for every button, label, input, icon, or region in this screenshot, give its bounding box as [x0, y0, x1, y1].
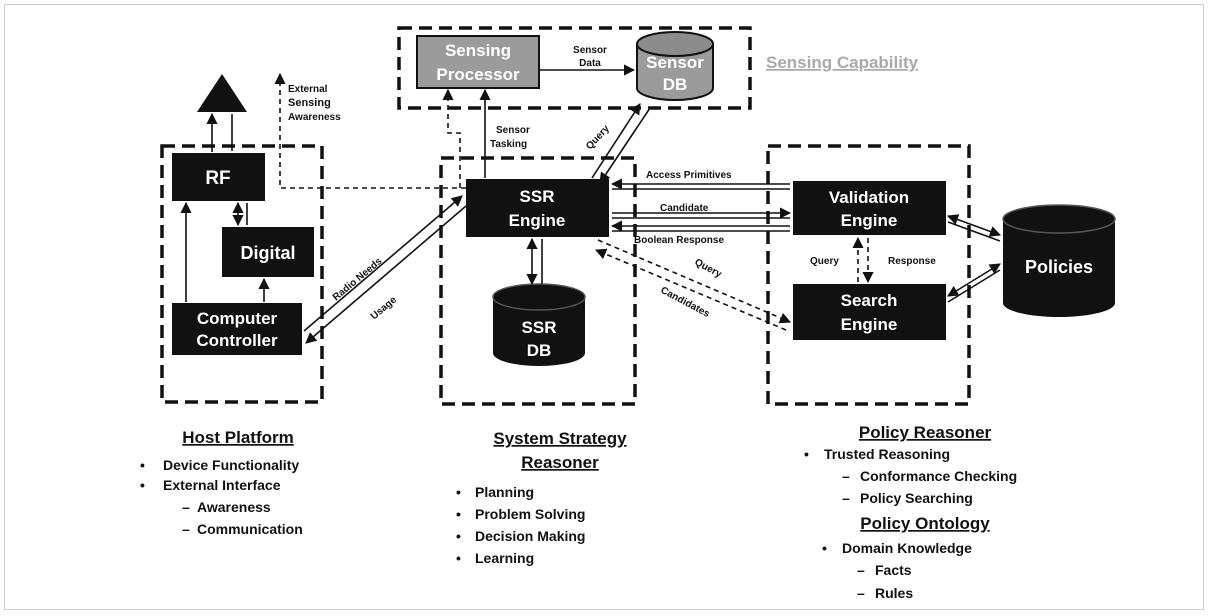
ontology-bullet-1: • [822, 540, 827, 556]
sensor-data-label-2: Data [579, 58, 601, 69]
arrow-set [180, 64, 1002, 344]
ontology-item-1: Domain Knowledge [842, 540, 972, 556]
policy-bullet-1: • [804, 446, 809, 462]
host-dash-2: – [182, 521, 190, 537]
digital-box [222, 227, 314, 277]
host-bullet-2: • [140, 477, 145, 493]
sensing-capability-title: Sensing Capability [766, 53, 919, 72]
sensing-processor-box [416, 35, 540, 89]
antenna-icon [197, 74, 247, 112]
policy-response-label: Response [888, 256, 936, 267]
sensor-db-label-1: Sensor [646, 53, 704, 72]
validation-engine-label-1: Validation [829, 188, 909, 207]
validation-engine-box [793, 181, 946, 235]
sensing-processor-label-1: Sensing [445, 41, 511, 60]
strategy-item-1: Planning [475, 484, 534, 500]
ontology-dash-1: – [857, 562, 865, 578]
ontology-dash-2: – [857, 585, 865, 601]
external-sensing-label-1: External [288, 84, 328, 95]
host-subitem-2: Communication [197, 521, 303, 537]
sensor-tasking-label-2: Tasking [490, 139, 527, 150]
policies-cylinder [1002, 204, 1116, 317]
sensor-db-cylinder [636, 31, 714, 101]
strategy-item-3: Decision Making [475, 528, 585, 544]
rf-box [172, 153, 265, 201]
ontology-subitem-2: Rules [875, 585, 913, 601]
strategy-bullet-4: • [456, 550, 461, 566]
sensing-processor-label-2: Processor [436, 65, 520, 84]
sensor-data-label-1: Sensor [573, 45, 607, 56]
strategy-bullet-1: • [456, 484, 461, 500]
strategy-item-4: Learning [475, 550, 534, 566]
computer-controller-label-1: Computer [197, 309, 278, 328]
query-link-label: Query [693, 257, 724, 280]
search-engine-label-1: Search [841, 291, 898, 310]
ssr-db-cylinder [492, 283, 586, 366]
candidates-link-label: Candidates [659, 285, 712, 320]
policy-dash-1: – [842, 468, 850, 484]
policy-reasoner-title: Policy Reasoner [859, 423, 992, 442]
external-sensing-label-3: Awareness [288, 112, 341, 123]
sensor-db-label-2: DB [663, 75, 688, 94]
ontology-subitem-1: Facts [875, 562, 912, 578]
radio-needs-label: Radio Needs [331, 256, 385, 304]
policy-item-1: Trusted Reasoning [824, 446, 950, 462]
ssr-engine-box [466, 179, 609, 237]
host-dash-1: – [182, 499, 190, 515]
policy-dash-2: – [842, 490, 850, 506]
strategy-bullet-3: • [456, 528, 461, 544]
boolean-response-label: Boolean Response [634, 235, 724, 246]
host-platform-group [160, 144, 324, 404]
strategy-item-2: Problem Solving [475, 506, 585, 522]
host-item-2: External Interface [163, 477, 281, 493]
validation-engine-label-2: Engine [841, 211, 898, 230]
computer-controller-label-2: Controller [196, 331, 278, 350]
access-primitives-label: Access Primitives [646, 170, 732, 181]
strategy-bullet-2: • [456, 506, 461, 522]
digital-label: Digital [240, 243, 295, 263]
strategy-title-2: Reasoner [521, 453, 599, 472]
host-bullet-1: • [140, 457, 145, 473]
policy-ontology-title: Policy Ontology [860, 514, 990, 533]
policies-label: Policies [1025, 257, 1093, 277]
host-item-1: Device Functionality [163, 457, 299, 473]
ssr-engine-label-1: SSR [520, 187, 555, 206]
rf-label: RF [205, 168, 230, 189]
strategy-title-1: System Strategy [493, 429, 627, 448]
host-platform-title: Host Platform [182, 428, 293, 447]
policy-subitem-2: Policy Searching [860, 490, 973, 506]
search-engine-label-2: Engine [841, 315, 898, 334]
ssr-db-label-2: DB [527, 341, 552, 360]
candidate-label: Candidate [660, 203, 709, 214]
dashed-arrow-set [274, 72, 874, 331]
sensor-tasking-label-1: Sensor [496, 125, 530, 136]
policy-subitem-1: Conformance Checking [860, 468, 1017, 484]
host-subitem-1: Awareness [197, 499, 271, 515]
search-engine-box [793, 284, 946, 340]
ssr-db-label-1: SSR [522, 318, 557, 337]
computer-controller-box [172, 303, 302, 355]
ssr-engine-label-2: Engine [509, 211, 566, 230]
external-sensing-label-2: Sensing [288, 97, 331, 109]
usage-label: Usage [369, 294, 399, 322]
image-frame [4, 4, 1204, 610]
ssr-query-label: Query [584, 123, 612, 152]
policy-query-label: Query [810, 256, 839, 267]
sensing-capability-group [397, 26, 752, 110]
